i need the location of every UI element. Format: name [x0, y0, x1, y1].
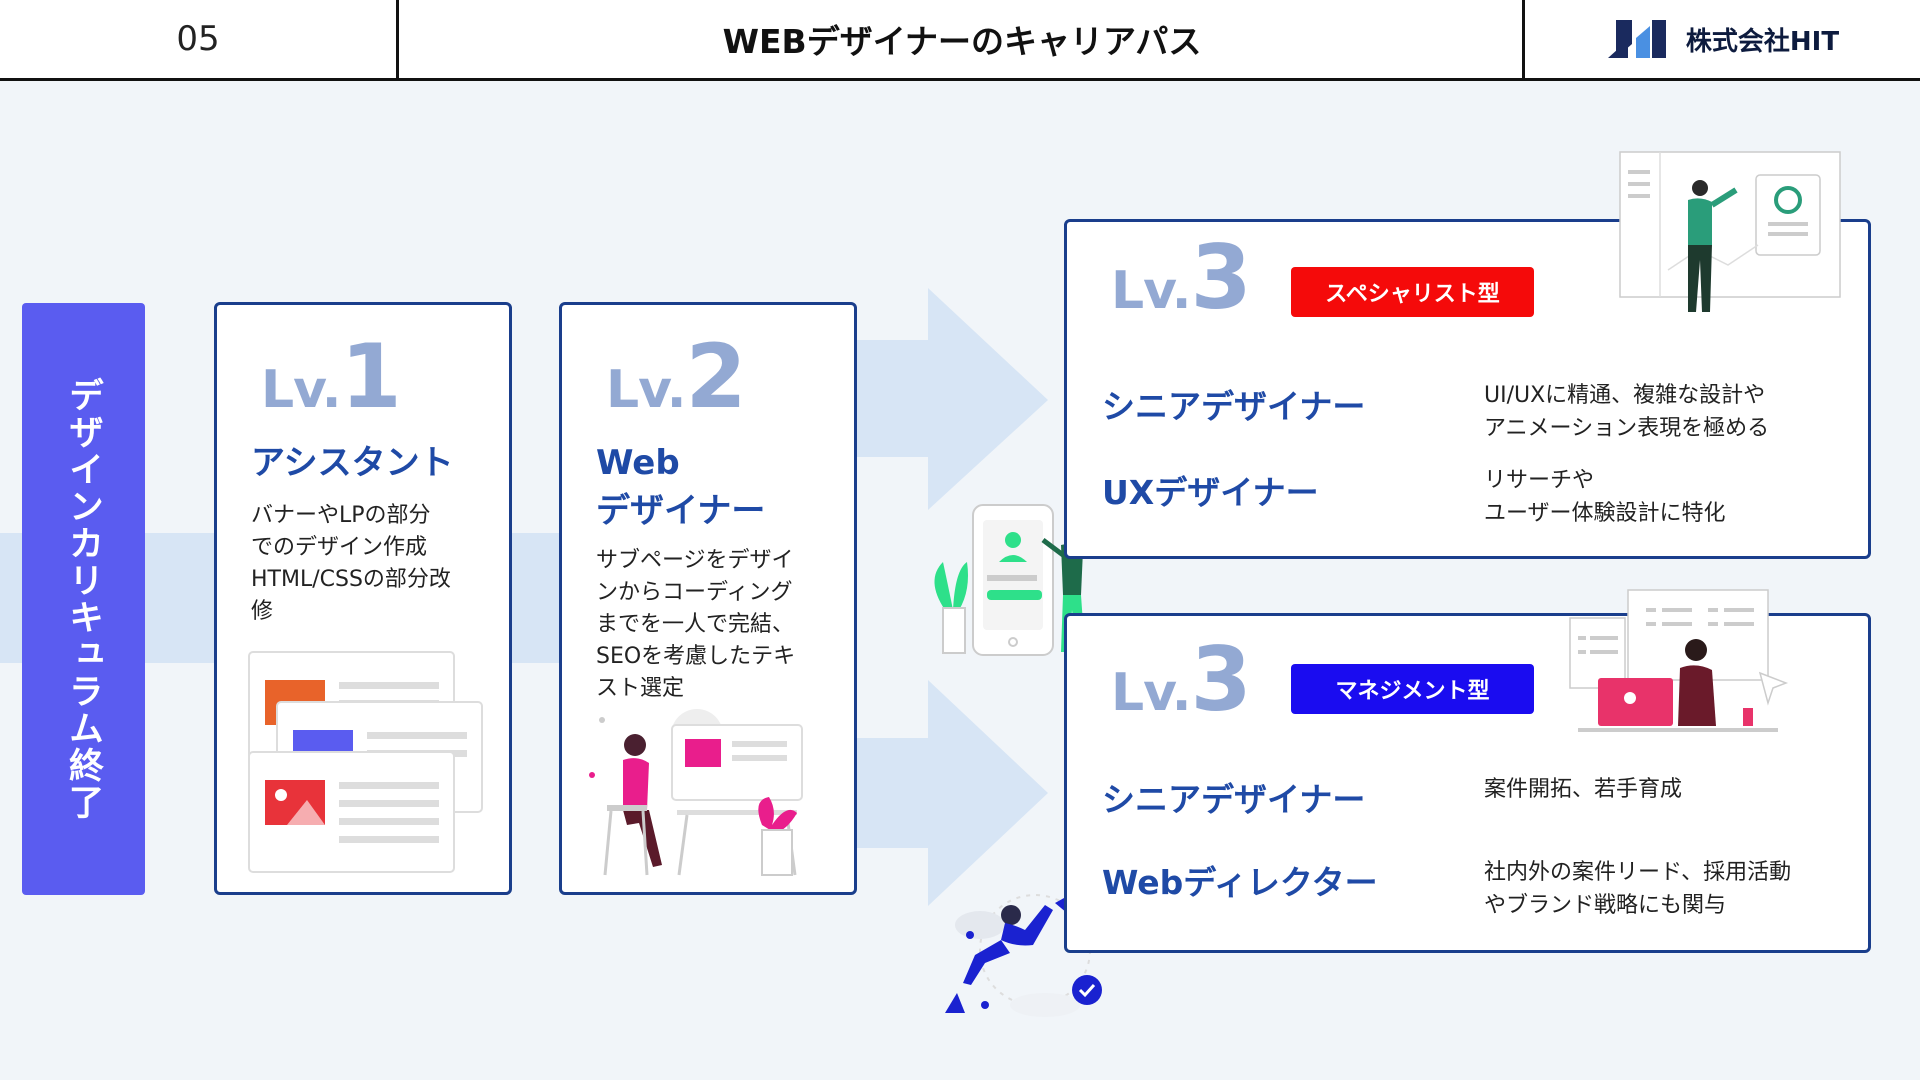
management-row-title: シニアデザイナー: [1102, 780, 1366, 819]
desc-line: HTML/CSSの部分改: [251, 567, 451, 592]
desc-line: ユーザー体験設計に特化: [1484, 501, 1726, 526]
lv-prefix: Lv.: [261, 360, 342, 420]
page-title: WEBデザイナーのキャリアパス: [722, 22, 1202, 61]
lv-prefix: Lv.: [1111, 663, 1192, 723]
desc-line: 社内外の案件リード、採用活動: [1484, 860, 1792, 885]
designer-at-desk-illustration: [589, 709, 803, 876]
curriculum-complete-banner: デザインカリキュラム終了: [22, 303, 145, 895]
desc-line: リサーチや: [1484, 468, 1595, 493]
profile-phone-illustration: [934, 504, 1085, 656]
specialist-type-label: スペシャリスト型: [1291, 267, 1534, 317]
desc-line: 案件開拓、若手育成: [1484, 777, 1683, 802]
lv-prefix: Lv.: [1111, 261, 1192, 321]
desc-line: スト選定: [596, 676, 685, 701]
upper-arrow: [855, 288, 1048, 510]
desc-line: UI/UXに精通、複雑な設計や: [1484, 383, 1766, 408]
level1-card: Lv. 1 アシスタント バナーやLPの部分 でのデザイン作成 HTML/CSS…: [214, 302, 512, 895]
slide-header: 05 WEBデザイナーのキャリアパス 株式会社HIT: [0, 0, 1920, 81]
level2-card: Lv. 2 Web デザイナー サブページをデザイ ンからコーディング までを一…: [559, 302, 857, 895]
page-number: 05: [0, 0, 399, 78]
desc-line: SEOを考慮したテキ: [596, 644, 796, 669]
specialist-row-title: シニアデザイナー: [1102, 387, 1366, 426]
role-line: デザイナー: [596, 491, 766, 531]
specialist-row-desc: UI/UXに精通、複雑な設計や アニメーション表現を極める: [1484, 379, 1769, 445]
specialist-row-desc: リサーチや ユーザー体験設計に特化: [1484, 464, 1726, 530]
specialist-row-title: UXデザイナー: [1102, 473, 1319, 512]
manager-at-computer-illustration: [1569, 589, 1789, 732]
level2-description: サブページをデザイ ンからコーディング までを一人で完結、 SEOを考慮したテキ…: [596, 545, 795, 705]
role-line: Web: [596, 443, 680, 483]
presenter-illustration: [1619, 151, 1841, 312]
lower-arrow: [855, 680, 1048, 906]
desc-line: ンからコーディング: [596, 580, 793, 605]
management-badge: Lv. 3: [1111, 636, 1252, 724]
desc-line: アニメーション表現を極める: [1484, 416, 1770, 441]
level3-management-card: Lv. 3 マネジメント型 シニアデザイナー 案件開拓、若手育成 Webディレク…: [1064, 613, 1871, 953]
desc-line: やブランド戦略にも関与: [1484, 893, 1727, 918]
lv-prefix: Lv.: [606, 360, 687, 420]
desc-line: サブページをデザイ: [596, 548, 794, 573]
level1-role: アシスタント: [251, 443, 454, 483]
banner-text: デザインカリキュラム終了: [63, 377, 103, 821]
desc-line: 修: [251, 599, 274, 624]
lv-number: 3: [1190, 628, 1252, 731]
level2-role: Web デザイナー: [596, 439, 765, 535]
company-logo: 株式会社HIT: [1522, 0, 1920, 78]
level1-description: バナーやLPの部分 でのデザイン作成 HTML/CSSの部分改 修: [251, 500, 451, 628]
hit-logo-icon: [1607, 20, 1666, 58]
desc-line: バナーやLPの部分: [251, 503, 431, 528]
level1-badge: Lv. 1: [261, 333, 402, 421]
specialist-badge: Lv. 3: [1111, 234, 1252, 322]
banner-layout-illustration: [248, 651, 483, 873]
lv-number: 1: [340, 325, 402, 428]
management-row-title: Webディレクター: [1102, 863, 1378, 902]
level2-badge: Lv. 2: [606, 333, 747, 421]
desc-line: までを一人で完結、: [596, 612, 795, 637]
management-type-label: マネジメント型: [1291, 664, 1534, 714]
lv-number: 2: [685, 325, 747, 428]
desc-line: でのデザイン作成: [251, 535, 428, 560]
lv-number: 3: [1190, 226, 1252, 329]
logo-text: 株式会社HIT: [1685, 26, 1840, 57]
management-row-desc: 社内外の案件リード、採用活動 やブランド戦略にも関与: [1484, 856, 1791, 922]
management-row-desc: 案件開拓、若手育成: [1484, 773, 1682, 806]
